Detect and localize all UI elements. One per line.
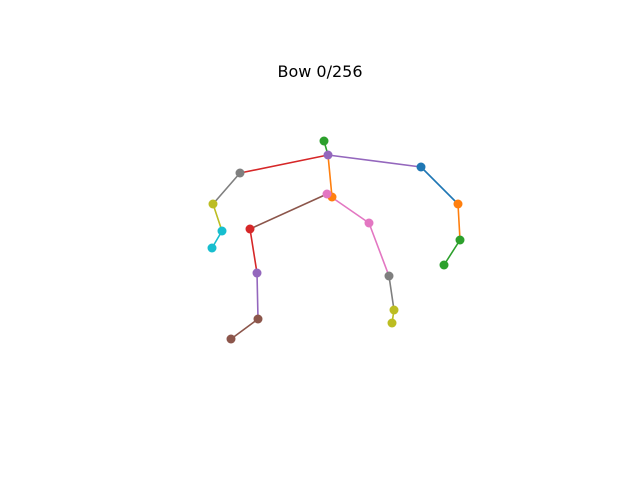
bone-right-hip-to-right-knee: [368, 222, 390, 277]
joint-pelvis-center: [322, 189, 332, 199]
bone-left-elbow-to-left-wrist: [212, 203, 223, 232]
bone-right-elbow-to-right-wrist: [457, 203, 461, 241]
bone-right-shoulder-to-right-elbow: [420, 166, 459, 205]
bone-pelvis-center-to-left-hip: [249, 193, 328, 230]
joint-right-elbow: [453, 199, 463, 209]
joint-right-hip: [364, 218, 374, 228]
bone-left-hip-to-left-knee: [249, 228, 258, 274]
bone-neck-to-pelvis: [327, 154, 333, 198]
bone-right-knee-to-right-ankle: [388, 275, 395, 311]
bones-layer: [211, 140, 461, 340]
joint-right-wrist: [455, 235, 465, 245]
joint-left-knee: [252, 268, 262, 278]
joint-right-hand: [439, 260, 449, 270]
joint-head-top: [319, 136, 329, 146]
figure-title: Bow 0/256: [277, 62, 363, 81]
joint-right-knee: [384, 271, 394, 281]
bone-neck-to-right-shoulder: [327, 154, 422, 168]
bone-right-wrist-to-right-hand: [443, 239, 461, 266]
joints-layer: [207, 136, 465, 344]
joint-left-wrist: [217, 226, 227, 236]
bone-left-knee-to-left-ankle: [256, 272, 259, 320]
joint-left-elbow: [208, 199, 218, 209]
joint-left-shoulder: [235, 168, 245, 178]
joint-right-shoulder: [416, 162, 426, 172]
bone-left-ankle-to-left-foot: [230, 318, 259, 340]
joint-left-foot: [226, 334, 236, 344]
joint-right-ankle: [389, 305, 399, 315]
joint-left-hip: [245, 224, 255, 234]
joint-neck: [323, 150, 333, 160]
joint-right-foot: [387, 318, 397, 328]
bone-neck-to-left-shoulder: [239, 154, 329, 174]
joint-left-hand: [207, 243, 217, 253]
bone-left-shoulder-to-left-elbow: [212, 172, 241, 205]
joint-left-ankle: [253, 314, 263, 324]
